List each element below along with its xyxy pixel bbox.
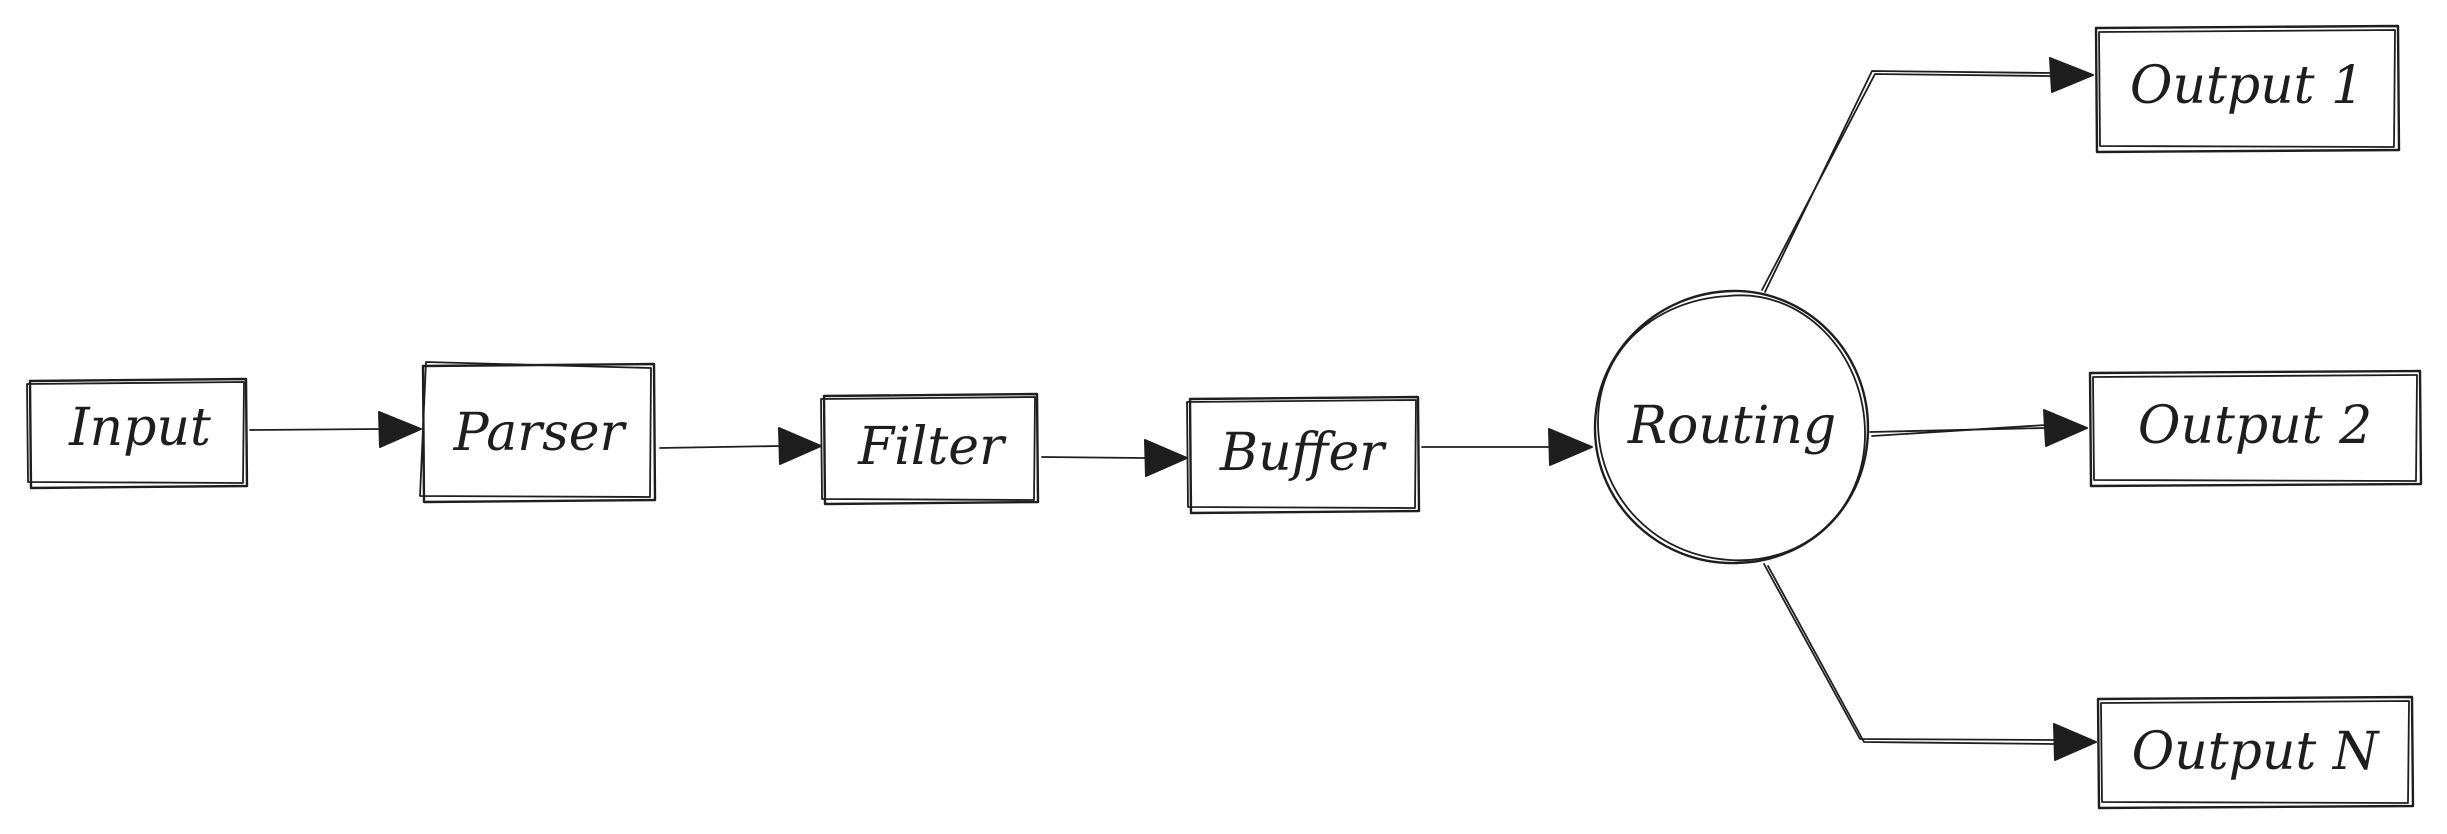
output-1-label: Output 1 — [2130, 56, 2364, 116]
output-n-node: Output N — [2096, 695, 2415, 810]
routing-node: Routing — [1593, 289, 1870, 565]
output-2-node: Output 2 — [2088, 369, 2423, 488]
input-label: Input — [68, 398, 211, 458]
edge-routing-output-n — [1763, 563, 2097, 761]
filter-node: Filter — [820, 392, 1040, 506]
output-1-node: Output 1 — [2094, 24, 2401, 154]
edge-routing-output-1 — [1761, 57, 2094, 293]
output-2-label: Output 2 — [2138, 396, 2372, 456]
filter-label: Filter — [857, 417, 1007, 477]
edge-input-parser — [249, 411, 422, 448]
buffer-node: Buffer — [1186, 395, 1421, 515]
input-node: Input — [26, 377, 249, 490]
edge-parser-filter — [659, 427, 822, 465]
output-n-label: Output N — [2132, 722, 2380, 782]
parser-label: Parser — [453, 403, 628, 463]
buffer-label: Buffer — [1219, 423, 1387, 483]
parser-node: Parser — [419, 361, 657, 504]
edge-routing-output-2 — [1869, 409, 2088, 447]
edge-filter-buffer — [1041, 439, 1188, 477]
edge-buffer-routing — [1421, 428, 1593, 466]
routing-label: Routing — [1627, 396, 1836, 456]
